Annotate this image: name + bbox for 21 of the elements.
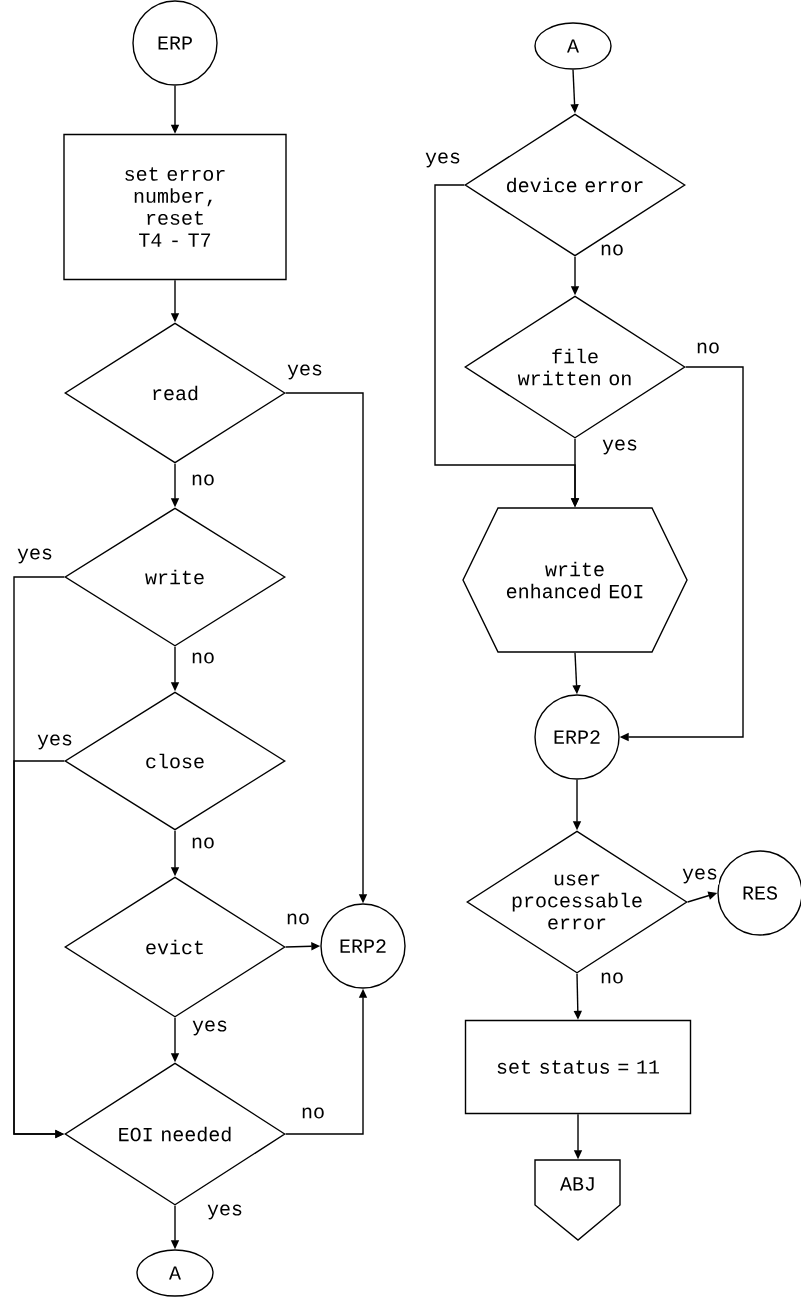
edge-label: no	[599, 243, 625, 257]
preparation-hexagon: write enhanced EOI	[462, 507, 688, 653]
edge-label: yes	[16, 547, 54, 565]
offpage-connector: ABJ	[534, 1159, 621, 1241]
edge-label: no	[285, 912, 311, 926]
edge-label: no	[695, 341, 721, 355]
process-box: set status = 11	[464, 1019, 692, 1115]
edge-label: yes	[191, 1019, 229, 1037]
edge-label: yes	[681, 867, 719, 885]
edge-label: no	[190, 836, 216, 850]
edge-label: yes	[206, 1203, 244, 1221]
edge-label: no	[190, 473, 216, 487]
connector-oval: A	[534, 22, 612, 70]
edge-label: no	[190, 651, 216, 665]
edge-label: yes	[424, 151, 462, 169]
edge-label: no	[599, 971, 625, 985]
edge-label: yes	[601, 438, 639, 456]
process-box: set error number, reset T4 - T7	[63, 133, 287, 281]
connector-oval: A	[136, 1249, 214, 1297]
edge-label: yes	[286, 363, 324, 381]
edge-label: no	[300, 1106, 326, 1120]
